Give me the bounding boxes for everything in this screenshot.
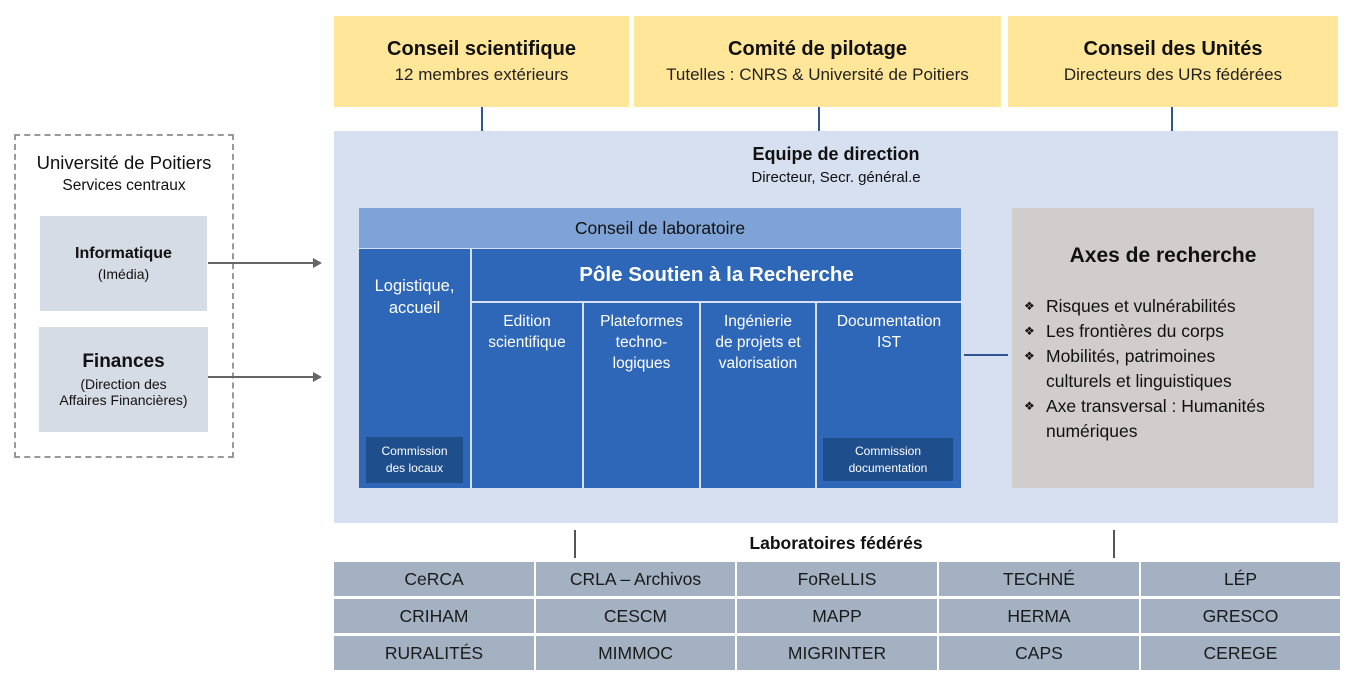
commission-label: Commission	[854, 443, 921, 458]
finances-box: Finances (Direction des Affaires Financi…	[39, 327, 208, 432]
axes-recherche-box: Axes de recherche Risques et vulnérabili…	[1012, 208, 1314, 488]
direction-title: Equipe de direction	[752, 144, 920, 164]
lab-cell: LÉP	[1141, 562, 1340, 596]
commission-locaux: Commission des locaux	[366, 437, 463, 483]
informatique-subtitle: (Imédia)	[97, 266, 150, 282]
axes-title: Axes de recherche	[1069, 244, 1257, 267]
connector-line	[1171, 107, 1173, 131]
pole-column-plateformes: Plateformes techno- logiques	[584, 303, 699, 488]
finances-subtitle: Affaires Financières)	[59, 392, 188, 408]
column-label: valorisation	[718, 355, 798, 372]
lab-cell: CESCM	[536, 599, 735, 633]
lab-cell: HERMA	[939, 599, 1139, 633]
pole-column-ingenierie: Ingénierie de projets et valorisation	[701, 303, 815, 488]
lab-cell: CAPS	[939, 636, 1139, 670]
logistique-label: accueil	[388, 299, 441, 317]
axe-item: Les frontières du corps	[1024, 319, 1314, 344]
column-label: scientifique	[488, 334, 566, 351]
column-label: logiques	[612, 355, 671, 372]
arrow-icon	[208, 258, 322, 268]
box-title: Conseil des Unités	[1083, 38, 1263, 60]
lab-cell: CEREGE	[1141, 636, 1340, 670]
pole-column-edition: Edition scientifique	[472, 303, 582, 488]
connector-line	[964, 354, 1008, 356]
logistique-label: Logistique,	[374, 277, 455, 295]
lab-cell: FoReLLIS	[737, 562, 937, 596]
comite-pilotage-box: Comité de pilotage Tutelles : CNRS & Uni…	[634, 16, 1001, 107]
informatique-box: Informatique (Imédia)	[40, 216, 207, 311]
pole-title: Pôle Soutien à la Recherche	[472, 249, 961, 301]
commission-label: Commission	[381, 444, 448, 458]
commission-documentation: Commission documentation	[823, 438, 953, 481]
column-label: IST	[876, 334, 902, 351]
lab-cell: CRLA – Archivos	[536, 562, 735, 596]
arrow-icon	[208, 372, 322, 382]
lab-cell: MIGRINTER	[737, 636, 937, 670]
column-label: de projets et	[715, 334, 801, 351]
axe-item: Risques et vulnérabilités	[1024, 294, 1314, 319]
lab-cell: CeRCA	[334, 562, 534, 596]
column-label: Ingénierie	[723, 313, 793, 330]
connector-line	[574, 530, 576, 558]
box-subtitle: 12 membres extérieurs	[394, 65, 569, 84]
column-label: techno-	[615, 334, 668, 351]
finances-subtitle: (Direction des	[80, 376, 167, 392]
informatique-title: Informatique	[75, 245, 172, 262]
lab-cell: RURALITÉS	[334, 636, 534, 670]
conseil-laboratoire: Conseil de laboratoire	[359, 208, 961, 248]
box-title: Comité de pilotage	[728, 38, 907, 60]
connector-line	[1113, 530, 1115, 558]
box-title: Conseil scientifique	[387, 38, 576, 60]
conseil-unites-box: Conseil des Unités Directeurs des URs fé…	[1008, 16, 1338, 107]
column-label: Documentation	[836, 313, 942, 330]
universite-box: Université de Poitiers Services centraux	[14, 134, 234, 458]
commission-label: documentation	[848, 460, 928, 475]
column-label: Edition	[503, 313, 551, 330]
lab-cell: GRESCO	[1141, 599, 1340, 633]
box-subtitle: Tutelles : CNRS & Université de Poitiers	[666, 65, 969, 84]
lab-cell: MAPP	[737, 599, 937, 633]
universite-title: Université de Poitiers	[36, 152, 212, 173]
connector-line	[481, 107, 483, 131]
lab-cell: MIMMOC	[536, 636, 735, 670]
conseil-scientifique-box: Conseil scientifique 12 membres extérieu…	[334, 16, 629, 107]
commission-label: des locaux	[385, 461, 444, 475]
labs-title: Laboratoires fédérés	[749, 533, 923, 553]
box-subtitle: Directeurs des URs fédérées	[1063, 65, 1283, 84]
column-label: Plateformes	[600, 313, 683, 330]
universite-subtitle: Services centraux	[62, 177, 186, 194]
direction-subtitle: Directeur, Secr. général.e	[751, 169, 921, 186]
connector-line	[818, 107, 820, 131]
lab-cell: CRIHAM	[334, 599, 534, 633]
finances-title: Finances	[82, 351, 165, 372]
lab-cell: TECHNÉ	[939, 562, 1139, 596]
